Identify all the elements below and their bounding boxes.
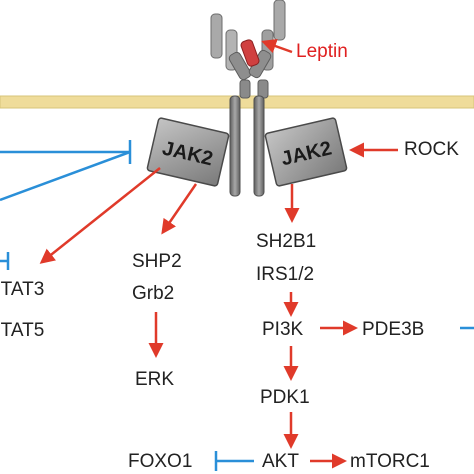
- mtorc1-label: mTORC1: [350, 451, 430, 472]
- stat5-label: STAT5: [0, 320, 45, 341]
- inhibition-lines: [0, 140, 474, 471]
- leptin-protein-structure-icon: [210, 0, 286, 99]
- stat3-label: STAT3: [0, 279, 45, 300]
- rock-label: ROCK: [404, 139, 459, 160]
- foxo1-label: FOXO1: [128, 451, 193, 472]
- activation-arrows: [39, 142, 398, 469]
- leptin-receptor-left: [229, 95, 241, 197]
- arrow-jak2-to-stat3: [39, 167, 161, 264]
- leptin-pointer-arrow: [261, 38, 293, 54]
- grb2-label: Grb2: [132, 283, 175, 304]
- pde3b-label: PDE3B: [362, 319, 425, 340]
- jak2-right: JAK2: [264, 117, 348, 187]
- leptin-label: Leptin: [296, 41, 348, 62]
- irs-label: IRS1/2: [256, 264, 315, 285]
- leptin-receptor-right: [253, 95, 265, 197]
- pdk1-label: PDK1: [260, 387, 310, 408]
- arrow-jak2-to-shp2: [161, 183, 198, 235]
- jak2-left: JAK2: [146, 117, 230, 187]
- erk-label: ERK: [135, 369, 175, 390]
- sh2b1-label: SH2B1: [256, 231, 317, 252]
- akt-label: AKT: [262, 451, 299, 472]
- inhibit-line-diagonal: [0, 150, 131, 202]
- shp2-label: SHP2: [132, 251, 182, 272]
- pi3k-label: PI3K: [262, 319, 304, 340]
